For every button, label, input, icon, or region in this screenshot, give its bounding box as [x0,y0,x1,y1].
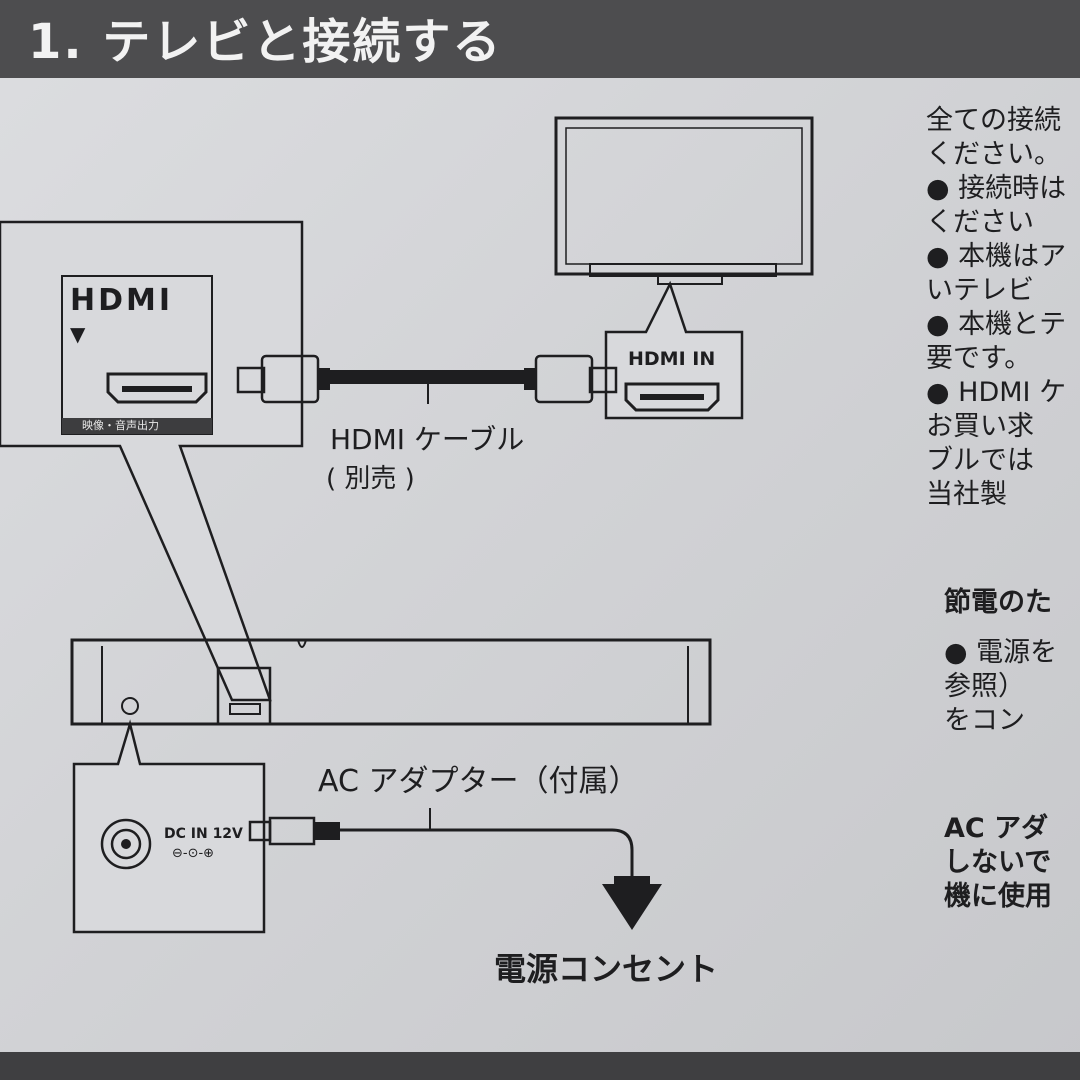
dc-port-callout [72,719,266,934]
text-line: 機に使用 [944,881,1052,912]
tv-port-label: HDMI IN [628,348,716,370]
text-line: ● 本機はア [926,241,1067,272]
section-header: 1. テレビと接続する [0,0,1080,78]
cable-label: HDMI ケーブル [330,423,525,456]
adapter-label: AC アダプター（付属） [318,764,639,799]
adapter-note: AC アダ しないで 機に使用 [944,812,1080,914]
text-line: ● 本機とテ [926,309,1067,340]
hdmi-logo: HDMI [70,283,174,318]
text-line: ください [926,207,1034,238]
text-line: 参照） [944,671,1025,702]
port-label-band [62,418,212,434]
text-line: ● 接続時は [926,173,1067,204]
text-line: ● 電源を [944,637,1058,668]
text-line: ください。 [926,139,1061,170]
text-line: しないで [944,847,1052,878]
dc-in-label: DC IN 12V [164,826,243,842]
outlet-label: 電源コンセント [494,950,719,988]
cable-note: ( 別売 ) [326,464,415,494]
text-line: お買い求 [926,411,1034,442]
hdmi-cable [236,354,618,404]
next-section-bar [0,1052,1080,1080]
text-line: 要です。 [926,343,1032,374]
text-line: 当社製 [926,479,1007,510]
player-hdmi-port-icon [106,372,208,404]
section-text: ● 電源を 参照） をコン [944,636,1080,738]
page-title: 1. テレビと接続する [28,14,503,70]
dc-polarity-icon: ⊖-⊙-⊕ [172,846,215,861]
text-line: をコン [944,705,1025,736]
outlet-arrow-icon [602,876,662,930]
text-line: 全ての接続 [926,105,1061,136]
dc-jack-icon [100,818,152,870]
instruction-text: 全ての接続 ください。 ● 接続時は ください ● 本機はア いテレビ ● 本機… [926,104,1080,512]
text-line: いテレビ [926,275,1034,306]
connection-diagram [0,116,814,934]
port-label: 映像・音声出力 [82,419,159,432]
section-heading: 節電のた [944,587,1052,618]
ac-adapter-cable [248,808,634,876]
tv-hdmi-port-icon [624,382,720,412]
text-line: ● HDMI ケ [926,377,1067,408]
text-line: ブルでは [926,445,1034,476]
tv-icon [554,116,814,285]
player-body-icon [70,638,712,726]
text-line: AC アダ [944,813,1049,844]
down-arrow-icon: ▼ [70,322,86,346]
